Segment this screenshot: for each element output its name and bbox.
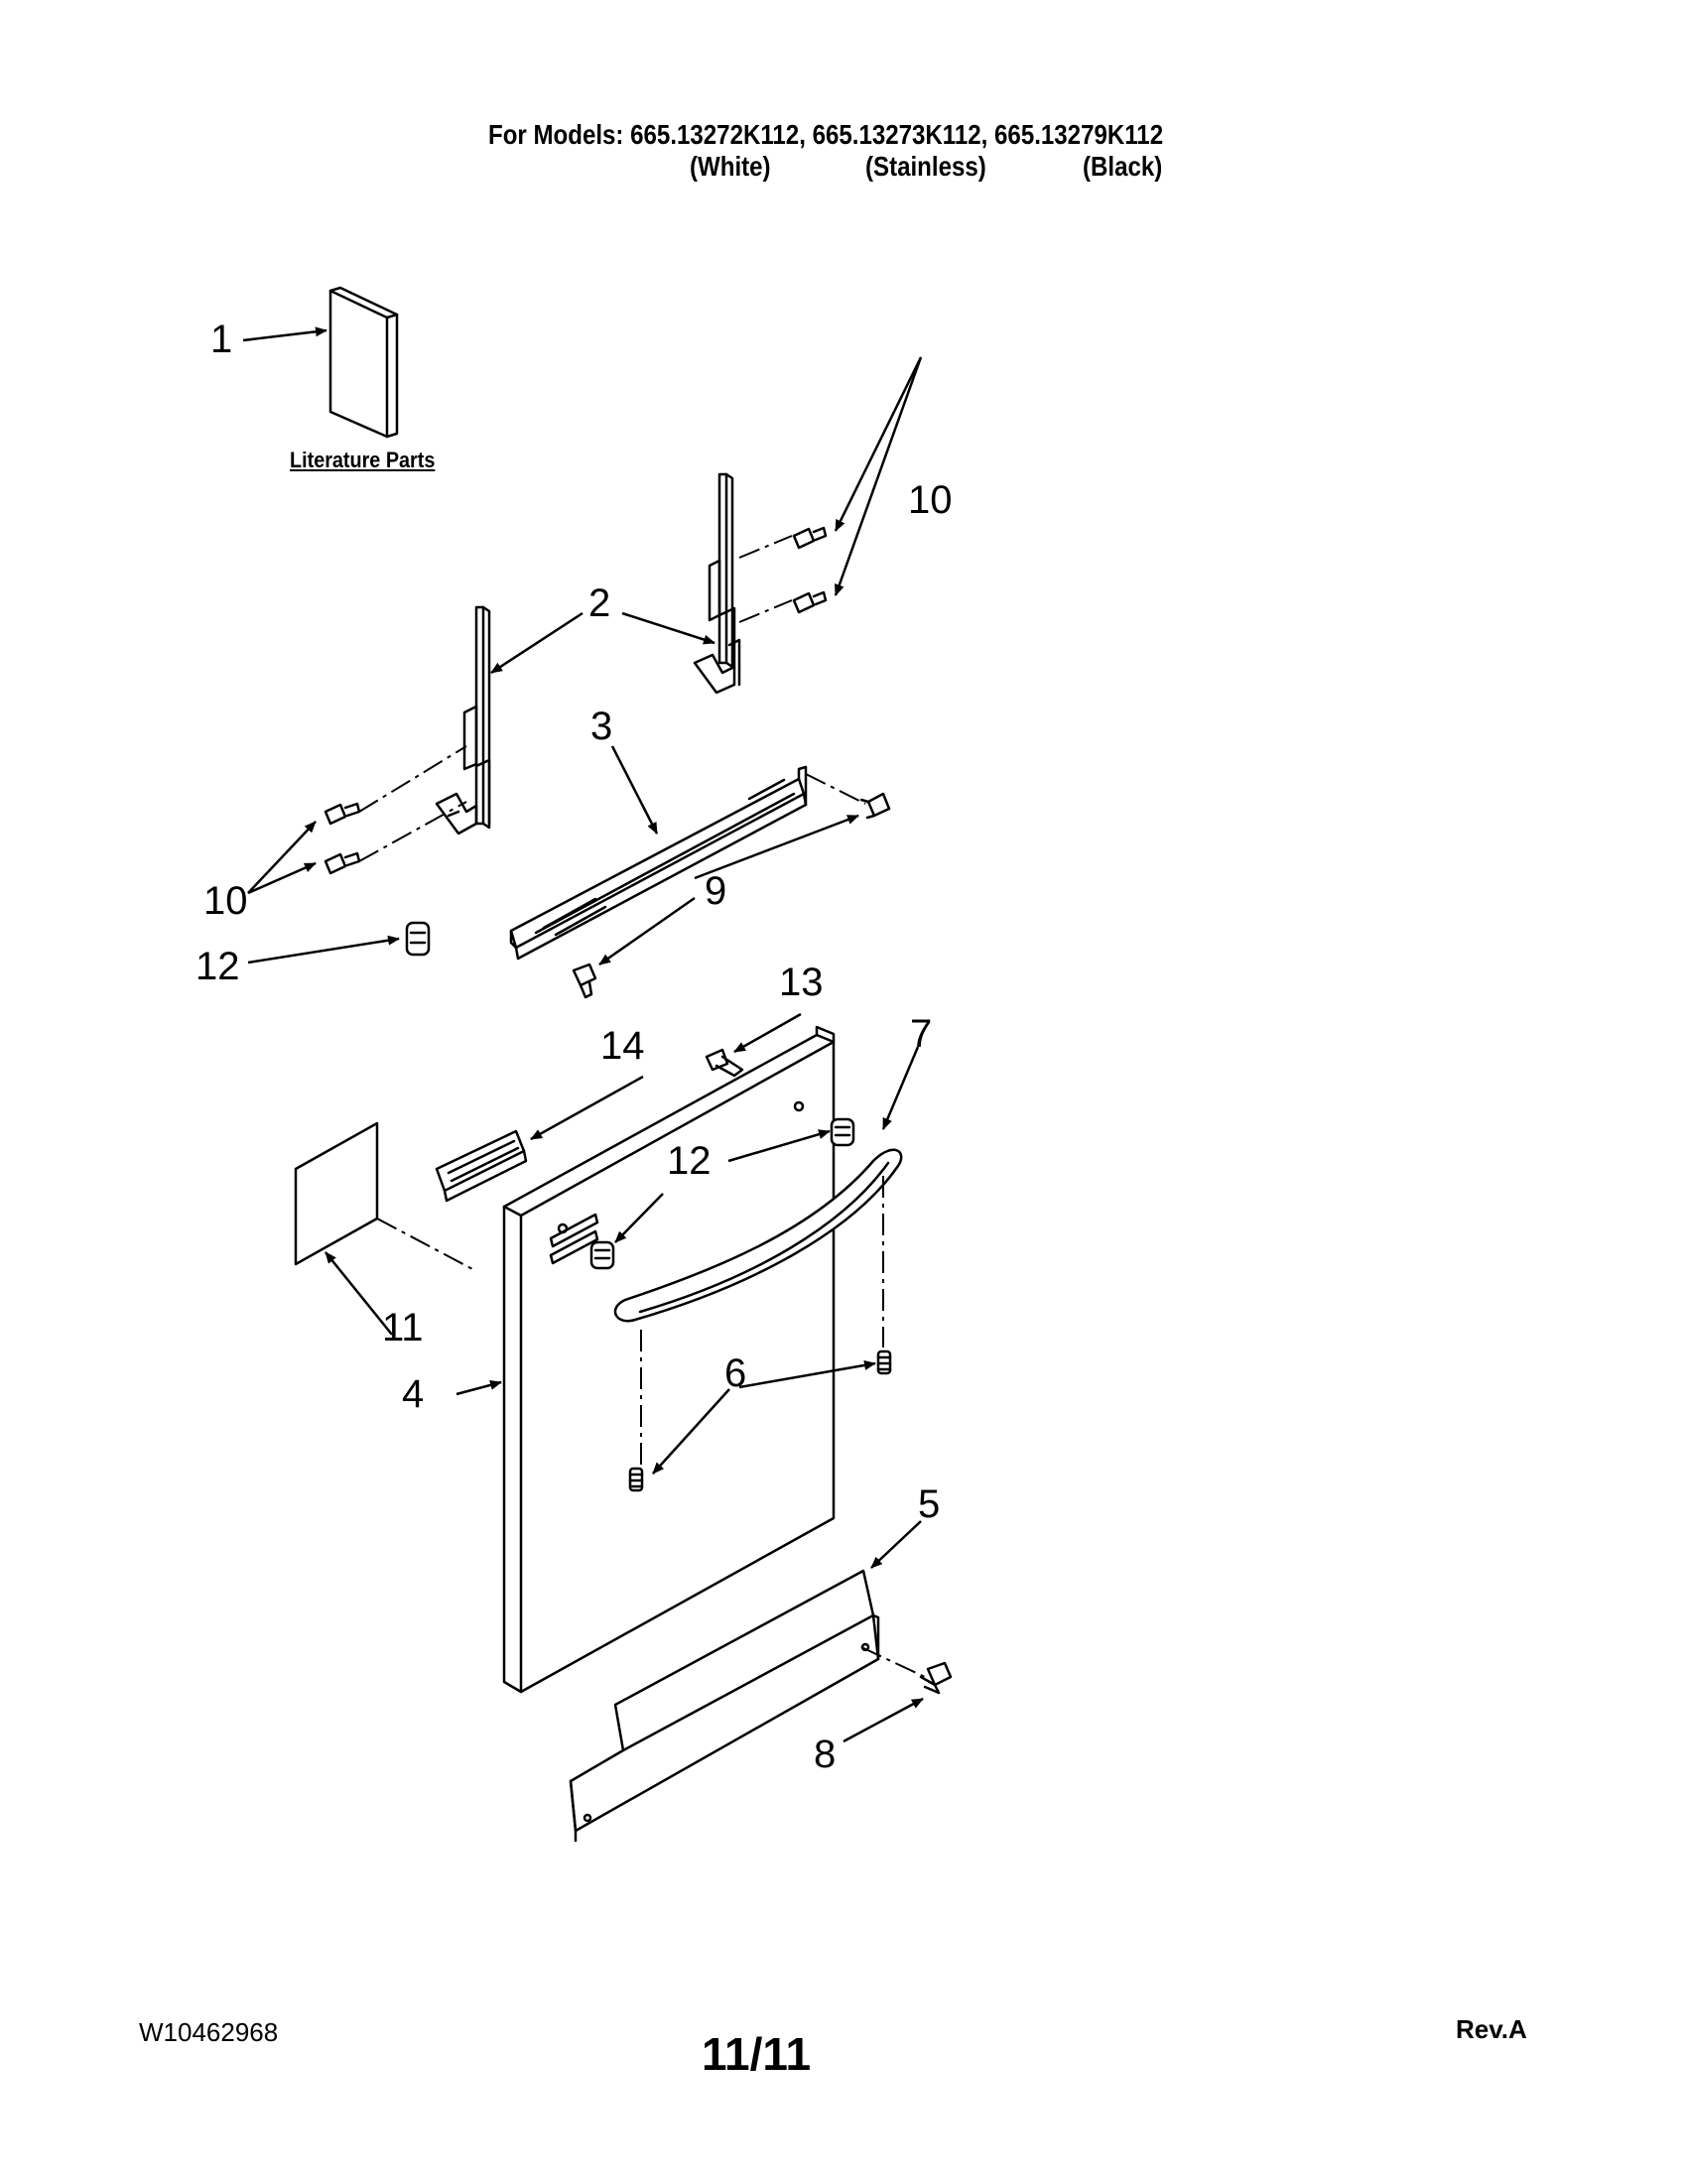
- label-sheet: [294, 1121, 379, 1266]
- callout-10-top: 10: [908, 478, 953, 522]
- callout-10-left: 10: [203, 879, 248, 923]
- callout-3: 3: [590, 705, 613, 748]
- screw-9-b: [572, 963, 597, 999]
- finish-stainless: (Stainless): [865, 151, 986, 182]
- hinge-left: [435, 605, 491, 835]
- callout-7: 7: [910, 1012, 933, 1056]
- callout-5: 5: [918, 1482, 941, 1526]
- bumper-left: [405, 921, 431, 957]
- callout-6: 6: [724, 1351, 747, 1395]
- callout-11: 11: [382, 1306, 424, 1349]
- screw-10-c: [324, 802, 361, 826]
- callout-9: 9: [705, 869, 727, 913]
- callout-13: 13: [779, 961, 824, 1004]
- callout-1: 1: [210, 318, 233, 361]
- finish-white: (White): [690, 151, 771, 182]
- screw-13: [705, 1048, 744, 1078]
- screw-9-a: [859, 792, 891, 820]
- literature-parts-label: Literature Parts: [290, 448, 436, 472]
- callout-2: 2: [588, 581, 611, 625]
- screw-8: [919, 1661, 953, 1695]
- door-handle: [613, 1148, 903, 1323]
- door-rail: [509, 765, 808, 961]
- page-number: 11/11: [702, 2028, 812, 2080]
- hinge-right: [693, 472, 741, 695]
- stud-right: [876, 1349, 892, 1375]
- models-line: For Models: 665.13272K112, 665.13273K112…: [488, 119, 1164, 150]
- screw-10-d: [324, 851, 361, 875]
- callout-12-left: 12: [195, 945, 240, 988]
- finish-black: (Black): [1083, 151, 1163, 182]
- handle-mount-right: [830, 1117, 855, 1147]
- screw-10-a: [792, 526, 828, 550]
- screw-10-b: [792, 590, 828, 614]
- stud-left: [628, 1467, 644, 1492]
- vent-grille: [435, 1129, 528, 1203]
- callout-12-handle: 12: [667, 1139, 712, 1183]
- revision: Rev.A: [1456, 2014, 1527, 2044]
- handle-mount-left: [589, 1240, 615, 1270]
- literature-booklet: [328, 286, 399, 439]
- callout-14: 14: [600, 1024, 645, 1068]
- callout-4: 4: [402, 1372, 425, 1416]
- toe-kick: [569, 1569, 880, 1843]
- doc-number: W10462968: [139, 2017, 279, 2047]
- callout-8: 8: [814, 1733, 837, 1776]
- door-panel: [502, 1025, 836, 1694]
